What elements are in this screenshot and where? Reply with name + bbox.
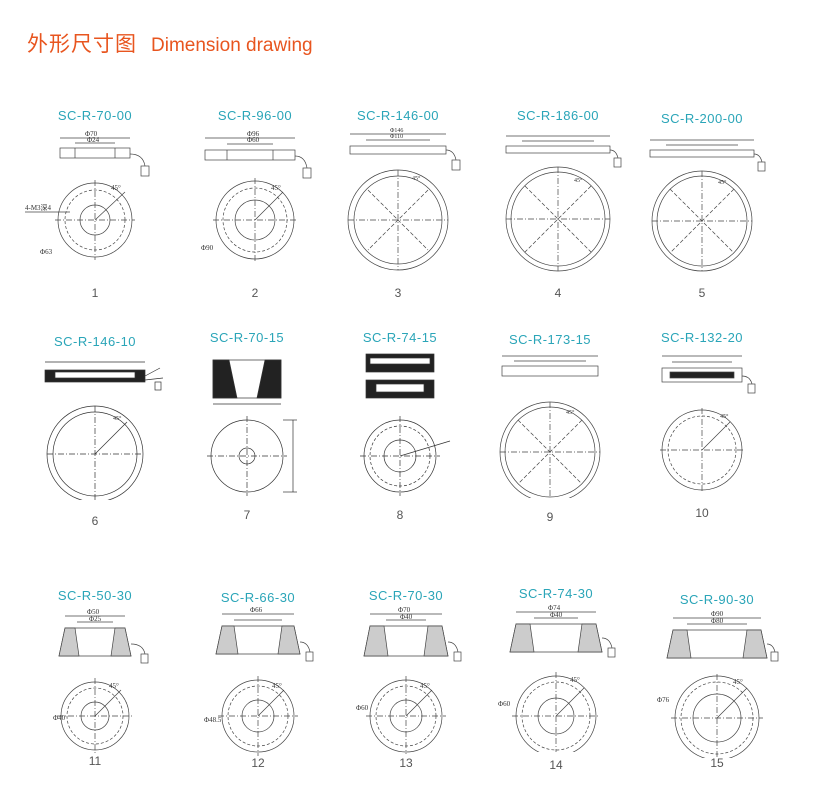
drawing-index: 3 bbox=[394, 286, 402, 300]
drawing-cell-14: SC-R-74-30 Φ74 Φ40 Φ60 45° 14 bbox=[476, 586, 636, 786]
model-label: SC-R-50-30 bbox=[57, 588, 133, 603]
svg-text:45°: 45° bbox=[718, 179, 727, 186]
dimension-drawing-13: Φ70 Φ40 Φ60 45° bbox=[356, 606, 462, 754]
dimension-drawing-7 bbox=[207, 359, 297, 496]
model-label: SC-R-70-00 bbox=[57, 108, 133, 123]
svg-text:45°: 45° bbox=[412, 175, 421, 182]
svg-text:45°: 45° bbox=[570, 676, 580, 684]
svg-text:Φ74: Φ74 bbox=[548, 604, 561, 612]
model-label: SC-R-146-10 bbox=[53, 334, 137, 349]
svg-text:Φ48.5: Φ48.5 bbox=[204, 716, 222, 724]
drawing-cell-8: SC-R-74-15 8 bbox=[320, 330, 480, 530]
drawing-cell-15: SC-R-90-30 Φ90 Φ80 Φ76 45° 15 bbox=[637, 592, 797, 792]
svg-text:45°: 45° bbox=[113, 415, 122, 422]
svg-text:45°: 45° bbox=[272, 682, 282, 690]
svg-text:45°: 45° bbox=[111, 184, 121, 192]
dimension-drawing-10: 45° bbox=[660, 355, 756, 492]
drawing-index: 13 bbox=[399, 756, 413, 770]
model-label: SC-R-200-00 bbox=[660, 111, 744, 126]
drawing-index: 1 bbox=[91, 286, 99, 300]
dimension-drawing-3: Φ146 Φ110 45° bbox=[347, 128, 461, 271]
svg-text:45°: 45° bbox=[733, 678, 743, 686]
model-label: SC-R-70-15 bbox=[209, 330, 285, 345]
svg-text:Φ40: Φ40 bbox=[550, 611, 563, 619]
drawing-index: 2 bbox=[251, 286, 259, 300]
drawing-index: 14 bbox=[549, 758, 563, 772]
model-label: SC-R-146-00 bbox=[356, 108, 440, 123]
drawing-index: 12 bbox=[251, 756, 265, 770]
svg-text:Φ60: Φ60 bbox=[498, 700, 511, 708]
model-label: SC-R-74-30 bbox=[518, 586, 594, 601]
drawing-cell-13: SC-R-70-30 Φ70 Φ40 Φ60 45° 13 bbox=[326, 588, 486, 788]
drawing-cell-4: SC-R-186-00 45° 4 bbox=[478, 108, 638, 308]
drawing-cell-7: SC-R-70-15 7 bbox=[167, 330, 327, 530]
svg-text:Φ40: Φ40 bbox=[400, 613, 413, 621]
svg-text:Φ63: Φ63 bbox=[40, 248, 53, 256]
dimension-drawing-8 bbox=[360, 353, 451, 496]
drawing-cell-12: SC-R-66-30 Φ66 Φ48.5 45° 12 bbox=[178, 590, 338, 790]
dimension-drawing-4: 45° bbox=[505, 135, 622, 272]
svg-text:Φ80: Φ80 bbox=[711, 617, 724, 625]
model-label: SC-R-90-30 bbox=[679, 592, 755, 607]
drawing-index: 5 bbox=[698, 286, 706, 300]
drawing-cell-10: SC-R-132-20 45° 10 bbox=[622, 330, 782, 530]
drawing-index: 15 bbox=[710, 756, 724, 770]
svg-text:Φ90: Φ90 bbox=[711, 610, 724, 618]
model-label: SC-R-186-00 bbox=[516, 108, 600, 123]
svg-text:Φ70: Φ70 bbox=[85, 130, 98, 138]
page-header: 外形尺寸图 Dimension drawing bbox=[27, 28, 313, 58]
drawing-index: 9 bbox=[546, 510, 554, 524]
drawing-index: 6 bbox=[91, 514, 99, 528]
dimension-drawing-15: Φ90 Φ80 Φ76 45° bbox=[657, 610, 779, 758]
dimension-drawing-6: 45° bbox=[44, 361, 164, 500]
model-label: SC-R-66-30 bbox=[220, 590, 296, 605]
model-label: SC-R-96-00 bbox=[217, 108, 293, 123]
svg-text:Φ60: Φ60 bbox=[247, 136, 260, 144]
svg-text:4-M3深4: 4-M3深4 bbox=[25, 203, 52, 212]
svg-text:Φ76: Φ76 bbox=[657, 696, 670, 704]
model-label: SC-R-132-20 bbox=[660, 330, 744, 345]
drawing-cell-6: SC-R-146-10 45° 6 bbox=[15, 334, 175, 534]
svg-text:Φ110: Φ110 bbox=[390, 134, 403, 140]
drawing-index: 4 bbox=[554, 286, 562, 300]
svg-text:Φ40: Φ40 bbox=[53, 714, 66, 722]
dimension-drawing-9: 45° bbox=[499, 355, 601, 498]
drawing-cell-1: SC-R-70-00 Φ70 Φ24 4-M3深4 Φ63 45° 1 bbox=[15, 108, 175, 308]
model-label: SC-R-74-15 bbox=[362, 330, 438, 345]
dimension-drawing-1: Φ70 Φ24 4-M3深4 Φ63 45° bbox=[25, 130, 150, 260]
drawing-cell-9: SC-R-173-15 45° 9 bbox=[470, 332, 630, 532]
drawing-cell-3: SC-R-146-00 Φ146 Φ110 45° 3 bbox=[318, 108, 478, 308]
model-label: SC-R-173-15 bbox=[508, 332, 592, 347]
dimension-drawing-14: Φ74 Φ40 Φ60 45° bbox=[498, 604, 616, 752]
title-en: Dimension drawing bbox=[151, 35, 313, 56]
drawing-cell-2: SC-R-96-00 Φ96 Φ60 Φ90 45° 2 bbox=[175, 108, 335, 308]
svg-text:Φ60: Φ60 bbox=[356, 704, 369, 712]
svg-text:Φ70: Φ70 bbox=[398, 606, 411, 614]
svg-text:45°: 45° bbox=[420, 682, 430, 690]
title-cn: 外形尺寸图 bbox=[27, 32, 137, 56]
model-label: SC-R-70-30 bbox=[368, 588, 444, 603]
dimension-drawing-12: Φ66 Φ48.5 45° bbox=[204, 606, 314, 756]
svg-text:45°: 45° bbox=[271, 184, 281, 192]
dimension-drawing-11: Φ50 Φ25 Φ40 45° bbox=[53, 608, 149, 754]
svg-text:Φ25: Φ25 bbox=[89, 615, 102, 623]
drawing-index: 11 bbox=[88, 754, 102, 768]
drawing-index: 10 bbox=[695, 506, 709, 520]
drawing-index: 8 bbox=[396, 508, 404, 522]
svg-text:45°: 45° bbox=[109, 682, 119, 690]
svg-text:Φ96: Φ96 bbox=[247, 130, 260, 138]
svg-text:Φ90: Φ90 bbox=[201, 244, 214, 252]
svg-text:Φ50: Φ50 bbox=[87, 608, 100, 616]
drawing-cell-5: SC-R-200-00 45° 5 bbox=[622, 108, 782, 308]
svg-text:45°: 45° bbox=[720, 413, 729, 420]
svg-text:Φ146: Φ146 bbox=[390, 128, 403, 134]
drawing-index: 7 bbox=[243, 508, 251, 522]
drawing-cell-11: SC-R-50-30 Φ50 Φ25 Φ40 45° 11 bbox=[15, 588, 175, 788]
svg-text:Φ24: Φ24 bbox=[87, 136, 100, 144]
svg-text:45°: 45° bbox=[566, 409, 575, 416]
svg-text:45°: 45° bbox=[574, 177, 583, 184]
dimension-drawing-2: Φ96 Φ60 Φ90 45° bbox=[201, 130, 312, 262]
dimension-drawing-5: 45° bbox=[649, 139, 766, 272]
svg-text:Φ66: Φ66 bbox=[250, 606, 263, 614]
